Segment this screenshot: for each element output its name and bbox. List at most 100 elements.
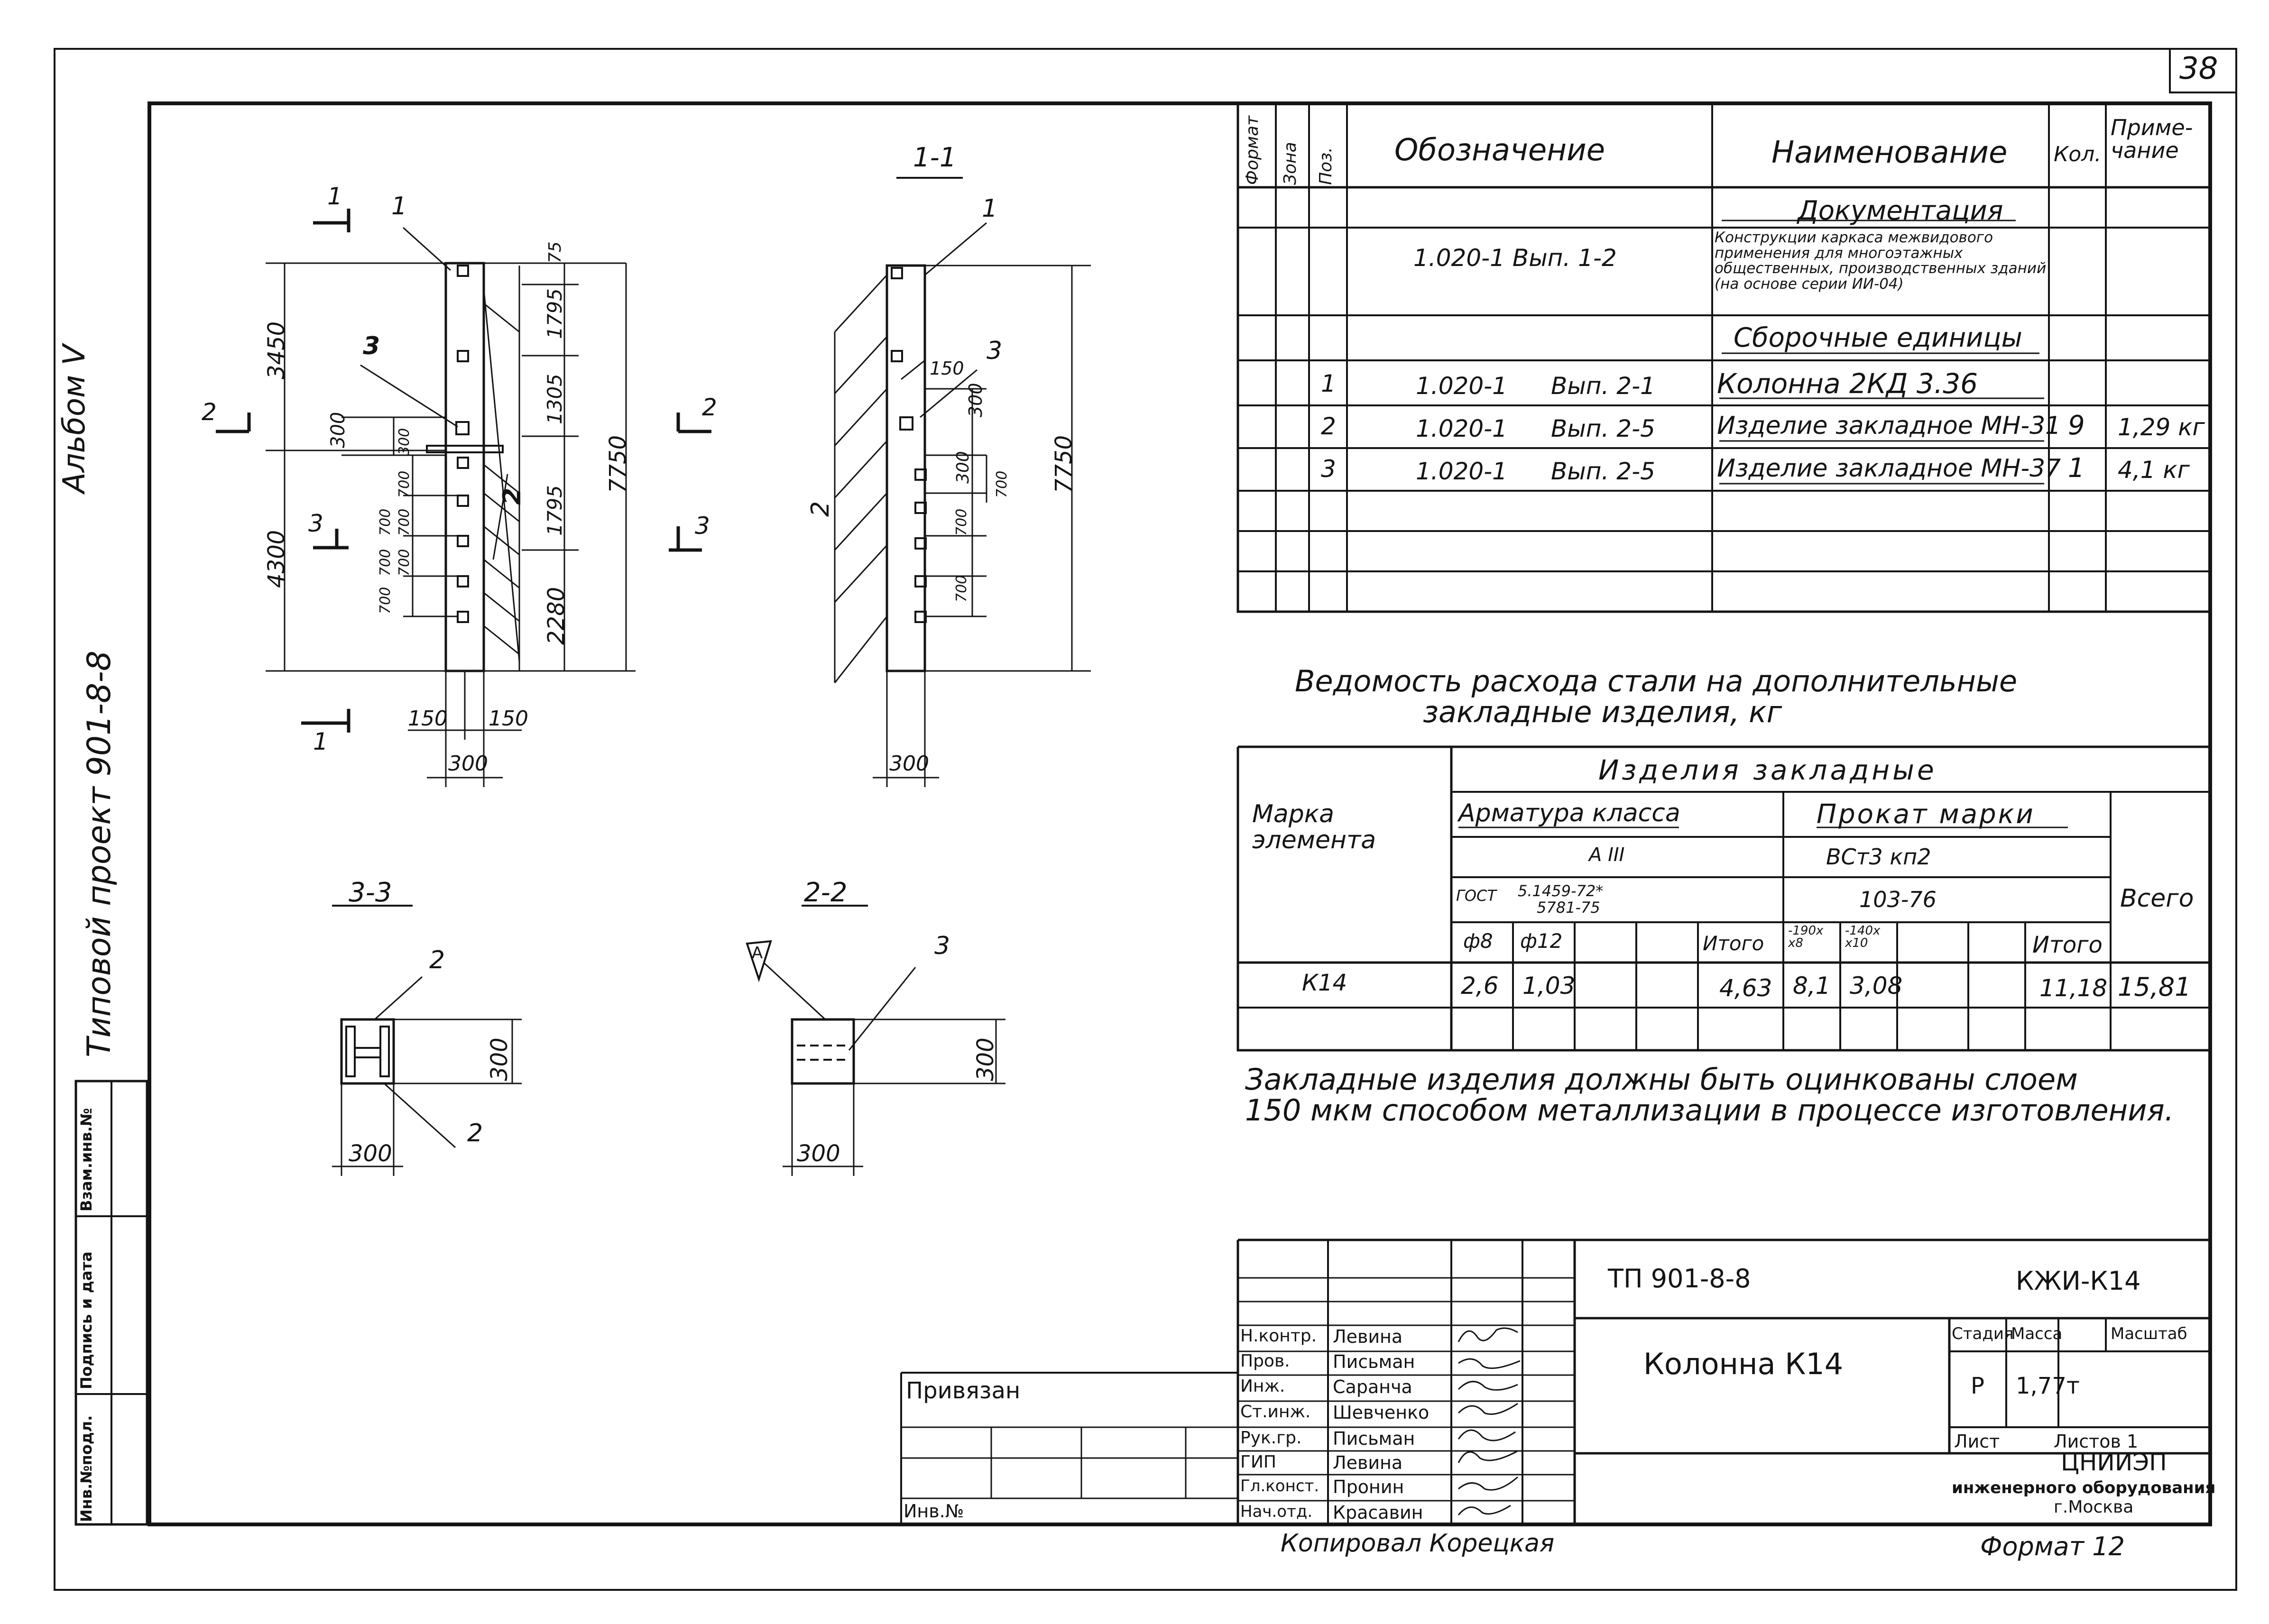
dim-1795-top: 1795 — [543, 288, 566, 339]
dim-7750-side: 7750 — [1051, 435, 1077, 493]
spec-head-note: Приме-чание — [2111, 115, 2193, 164]
pos-3-front: 3 — [363, 332, 380, 360]
spec-doc-name: Конструкции каркаса межвидового применен… — [1715, 229, 2047, 293]
pos-2-front: 2 — [498, 487, 526, 505]
tb-org2: инженерного оборудования — [1952, 1478, 2216, 1497]
spec-row3-code: 1.020-1 — [1416, 458, 1507, 485]
dim-3450: 3450 — [263, 321, 290, 379]
dim-700-side-c: 700 — [953, 575, 970, 602]
spec-row2-qty: 9 — [2068, 410, 2085, 441]
sheet-number: 38 — [2179, 51, 2218, 86]
steel-row-mark: К14 — [1302, 970, 1347, 996]
pos-1-side: 1 — [982, 194, 998, 223]
tb-name-2: Письман — [1333, 1351, 1415, 1372]
cut-mark-3-right: 3 — [695, 512, 710, 540]
note-line2: 150 мкм способом металлизации в процессе… — [1245, 1093, 2174, 1128]
steel-sub-phi12: ф12 — [1520, 929, 1563, 953]
dim-300-side-bottom: 300 — [889, 752, 929, 776]
tb-sheets: Листов 1 — [2054, 1431, 2139, 1452]
steel-row-grand: 15,81 — [2118, 972, 2191, 1002]
note-line1: Закладные изделия должны быть оцинкованы… — [1245, 1062, 2078, 1097]
spec-head-format: Формат — [1243, 115, 1262, 185]
steel-row-phi8: 2,6 — [1461, 972, 1499, 1000]
dim-700-f: 700 — [377, 508, 394, 536]
cut-mark-2-left: 2 — [202, 398, 217, 426]
tb-role-2: Пров. — [1240, 1351, 1290, 1371]
dim-300-left: 300 — [327, 412, 349, 448]
stamp-inv-podl: Инв.№подл. — [77, 1415, 95, 1522]
dim-4300: 4300 — [263, 530, 290, 588]
tb-scale-head: Масштаб — [2111, 1324, 2187, 1343]
inner-frame — [148, 101, 2212, 1526]
tb-sheet: Лист — [1954, 1431, 2000, 1452]
spec-head-designation: Обозначение — [1394, 133, 1605, 168]
spec-row2-code: 1.020-1 — [1416, 415, 1507, 442]
dim-700-c: 700 — [396, 549, 413, 576]
cut-mark-2-right: 2 — [702, 394, 717, 421]
tb-role-1: Н.контр. — [1240, 1326, 1317, 1346]
steel-row-s1: 8,1 — [1793, 972, 1831, 1000]
steel-title-line2: закладные изделия, кг — [1423, 695, 1782, 729]
steel-sub-phi8: ф8 — [1463, 929, 1493, 953]
format-label: Формат 12 — [1980, 1532, 2125, 1561]
section-2-2-view — [746, 905, 1005, 1176]
pos-2-s33-top: 2 — [429, 946, 445, 974]
tb-privyazan: Привязан — [906, 1377, 1021, 1404]
steel-rebar-gost-num2: 5781-75 — [1537, 899, 1600, 917]
title-block-grid — [900, 1239, 2210, 1524]
section-1-1-title: 1-1 — [913, 142, 957, 173]
dim-700-side-a: 700 — [994, 470, 1010, 498]
steel-sub-total2: Итого — [2032, 932, 2103, 958]
outer-frame — [54, 48, 2237, 1591]
spec-row3-issue: Вып. 2-5 — [1551, 458, 1655, 485]
dim-300-s22-v: 300 — [972, 1037, 999, 1081]
steel-rebar-gost: ГОСТ — [1456, 887, 1496, 905]
dim-2280: 2280 — [543, 587, 570, 645]
pos-1-front: 1 — [391, 192, 407, 220]
spec-head-pos: Поз. — [1316, 147, 1336, 185]
tb-stage: Р — [1971, 1373, 1984, 1399]
steel-row-s2: 3,08 — [1850, 972, 1903, 1000]
dim-1795-mid: 1795 — [543, 485, 566, 536]
tb-mass: 1,77т — [2016, 1373, 2080, 1399]
tb-stage-head: Стадия — [1952, 1324, 2014, 1343]
dim-75: 75 — [545, 241, 565, 263]
tb-org3: г.Москва — [2054, 1497, 2134, 1517]
steel-row-total2: 11,18 — [2039, 974, 2108, 1002]
spec-row2-note: 1,29 кг — [2118, 413, 2205, 441]
tb-code: КЖИ-К14 — [2016, 1266, 2141, 1296]
spec-row1-name: Колонна 2КД 3.36 — [1717, 367, 1978, 400]
steel-rolled-head: Прокат марки — [1817, 799, 2035, 830]
pos-2-side: 2 — [806, 501, 835, 517]
tb-role-7: Гл.конст. — [1240, 1477, 1319, 1496]
spec-doc-designation: 1.020-1 Вып. 1-2 — [1413, 244, 1617, 272]
dim-300-s33-v: 300 — [486, 1037, 513, 1081]
dim-150-left: 150 — [408, 706, 448, 731]
spec-head-name: Наименование — [1771, 135, 2008, 170]
steel-sub-total1: Итого — [1703, 932, 1764, 955]
steel-rolled-grade: ВСт3 кп2 — [1826, 844, 1931, 870]
steel-rebar-head: Арматура класса — [1458, 799, 1680, 827]
cut-mark-1-top: 1 — [327, 183, 342, 210]
section-3-3-view — [332, 905, 522, 1176]
tb-name-4: Шевченко — [1333, 1402, 1430, 1423]
pos-2-s33-bottom: 2 — [467, 1119, 483, 1147]
spec-row3-name: Изделие закладное МН-37 — [1717, 454, 2061, 483]
pos-3-s22: 3 — [934, 932, 950, 960]
spec-section-units: Сборочные единицы — [1734, 322, 2022, 353]
steel-col-group: Изделия закладные — [1598, 754, 1937, 786]
dim-150-side: 150 — [930, 358, 964, 379]
tb-tp: ТП 901-8-8 — [1608, 1264, 1751, 1294]
dim-300-inner: 300 — [396, 428, 413, 455]
spec-row1-issue: Вып. 2-1 — [1551, 372, 1655, 400]
dim-700-e: 700 — [377, 549, 394, 576]
tb-name-7: Пронин — [1333, 1477, 1404, 1497]
project-label: Типовой проект 901-8-8 — [81, 650, 118, 1057]
dim-300-side-a: 300 — [965, 383, 986, 417]
cut-mark-3-left: 3 — [308, 510, 323, 537]
pos-3-side: 3 — [987, 337, 1003, 365]
stamp-podpis: Подпись и дата — [77, 1251, 95, 1389]
steel-sub-s1: -190x x8 — [1788, 924, 1824, 950]
tb-org1: ЦНИИЭП — [2061, 1449, 2167, 1476]
